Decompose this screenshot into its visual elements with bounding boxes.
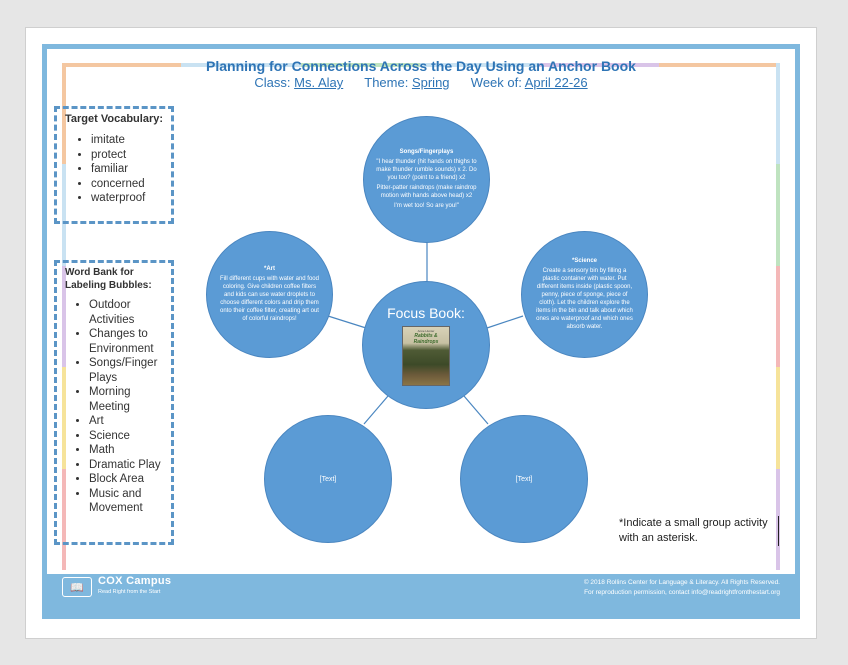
list-item: Music and Movement <box>89 487 163 516</box>
document-page: Planning for Connections Across the Day … <box>25 27 817 639</box>
connector-line <box>463 395 489 425</box>
brand-tagline: Read Right from the Start <box>98 589 161 595</box>
placeholder-text: [Text] <box>319 475 337 483</box>
theme-value: Spring <box>411 75 450 90</box>
connector-line <box>363 395 389 425</box>
page-footer: 📖 COX Campus Read Right from the Start ©… <box>42 563 800 618</box>
list-item: Block Area <box>89 472 163 487</box>
art-heading: *Art <box>263 266 275 272</box>
target-vocabulary-box: Target Vocabulary: imitate protect famil… <box>54 106 174 224</box>
focus-book-bubble[interactable]: Focus Book: Anne Hunter Rabbits & Raindr… <box>362 281 490 409</box>
science-text: Create a sensory bin by filling a plasti… <box>536 268 633 330</box>
list-item: imitate <box>91 133 163 148</box>
book-author: Anne Hunter <box>417 328 435 333</box>
placeholder-bubble-right[interactable]: [Text] <box>460 415 588 543</box>
week-value: April 22-26 <box>524 75 588 90</box>
art-bubble[interactable]: *Art Fill different cups with water and … <box>206 231 333 358</box>
book-cover-image: Anne Hunter Rabbits & Raindrops <box>402 325 450 386</box>
list-item: concerned <box>91 177 163 192</box>
placeholder-text: [Text] <box>515 475 533 483</box>
science-bubble[interactable]: *Science Create a sensory bin by filling… <box>521 231 648 358</box>
list-item: familiar <box>91 162 163 177</box>
placeholder-bubble-left[interactable]: [Text] <box>264 415 392 543</box>
connector-line <box>327 315 367 329</box>
class-info-line: Class: Ms. Alay Theme: Spring Week of: A… <box>26 75 816 90</box>
focus-book-title: Focus Book: <box>387 304 465 321</box>
list-item: Dramatic Play <box>89 458 163 473</box>
week-label: Week of: <box>470 75 522 90</box>
list-item: Math <box>89 443 163 458</box>
word-bank-title: Word Bank for Labeling Bubbles: <box>65 267 152 291</box>
word-bank-box: Word Bank for Labeling Bubbles: Outdoor … <box>54 260 174 545</box>
book-icon: 📖 <box>62 577 92 597</box>
book-title: Rabbits & Raindrops <box>413 332 439 345</box>
songs-heading: Songs/Fingerplays <box>399 149 454 155</box>
connector-lines <box>327 223 524 425</box>
songs-fingerplays-bubble[interactable]: Songs/Fingerplays "I hear thunder (hit h… <box>363 116 490 243</box>
list-item: Morning Meeting <box>89 385 163 414</box>
list-item: waterproof <box>91 191 163 206</box>
vocabulary-title: Target Vocabulary: <box>65 113 164 125</box>
list-item: Science <box>89 429 163 444</box>
list-item: Art <box>89 414 163 429</box>
class-value: Ms. Alay <box>294 75 344 90</box>
page-title: Planning for Connections Across the Day … <box>206 58 636 74</box>
asterisk-note[interactable]: *Indicate a small group activity with an… <box>619 516 779 546</box>
top-color-stripe <box>62 63 778 67</box>
list-item: protect <box>91 148 163 163</box>
vocabulary-list: imitate protect familiar concerned water… <box>91 133 163 206</box>
songs-paragraph-2: Pitter-patter raindrops (make raindrop m… <box>376 185 477 199</box>
list-item: Songs/Finger Plays <box>89 356 163 385</box>
permission-text: For reproduction permission, contact inf… <box>584 589 780 596</box>
science-heading: *Science <box>571 258 598 264</box>
art-text: Fill different cups with water and food … <box>220 276 319 322</box>
list-item: Outdoor Activities <box>89 298 163 327</box>
connector-line <box>486 315 524 329</box>
list-item: Changes to Environment <box>89 327 163 356</box>
brand-name: COX Campus <box>98 575 172 587</box>
class-label: Class: <box>254 75 291 90</box>
songs-paragraph-3: I'm wet too! So are you!" <box>394 203 459 209</box>
theme-label: Theme: <box>364 75 409 90</box>
songs-text: "I hear thunder (hit hands on thighs to … <box>364 158 489 210</box>
songs-paragraph-1: "I hear thunder (hit hands on thighs to … <box>376 159 477 181</box>
left-color-stripe <box>62 63 66 571</box>
word-bank-list: Outdoor Activities Changes to Environmen… <box>89 298 163 516</box>
copyright-text: © 2018 Rollins Center for Language & Lit… <box>583 579 780 586</box>
